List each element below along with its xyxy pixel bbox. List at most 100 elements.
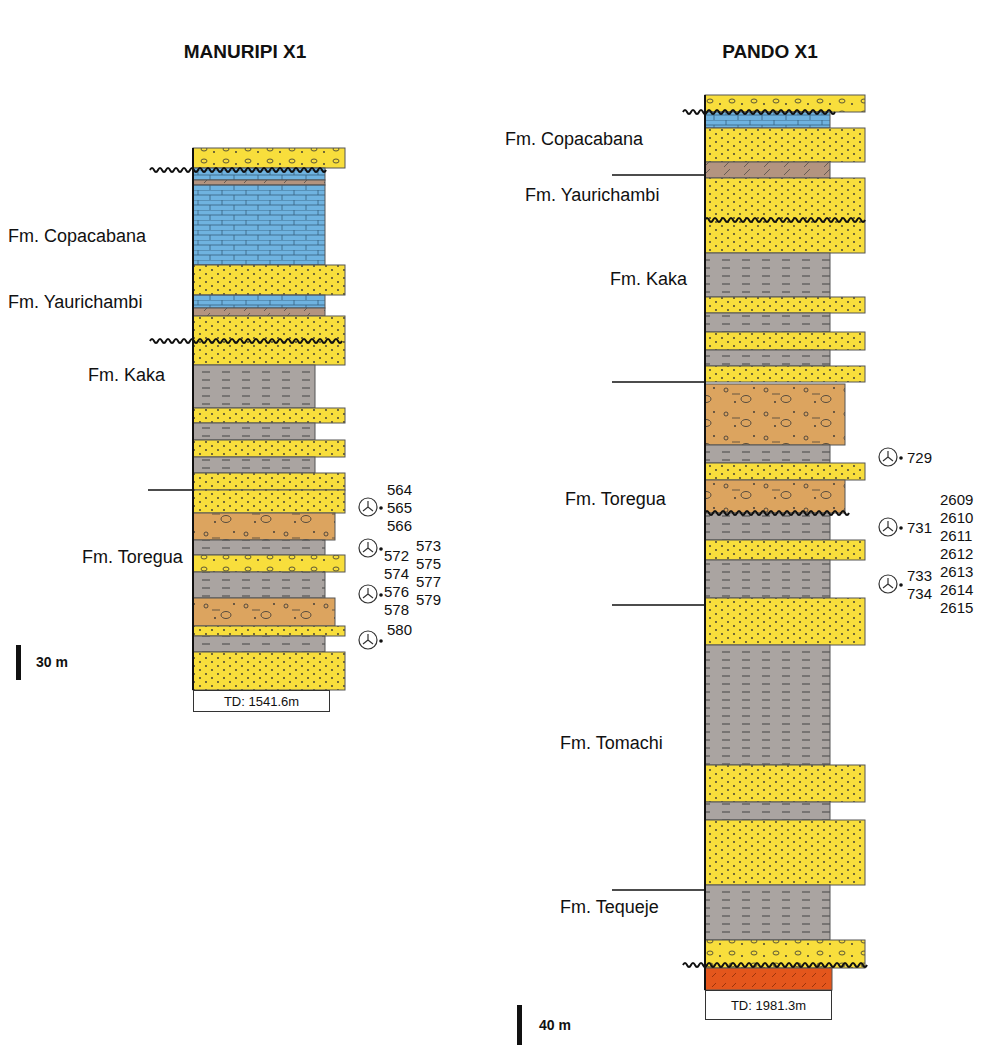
formation-name: Fm. Yaurichambi [8, 293, 142, 313]
rock-layer [193, 308, 325, 316]
rock-layer [705, 802, 830, 820]
rock-layer [705, 384, 845, 445]
unconformity [683, 110, 835, 114]
formation-boundary [612, 381, 705, 383]
rock-layer [705, 820, 865, 885]
unconformity [150, 339, 342, 343]
rock-layer [193, 295, 325, 308]
rock-layer [705, 480, 845, 513]
rock-layer [705, 885, 830, 940]
rock-layer [193, 180, 325, 185]
rock-layer [705, 350, 830, 366]
sample-number: 2612 [940, 546, 973, 563]
column-axis [704, 95, 706, 990]
well-title: MANURIPI X1 [184, 42, 306, 63]
rock-layer [705, 540, 865, 560]
rock-layer [705, 253, 830, 297]
rock-layer [705, 560, 830, 598]
rock-layer [193, 365, 315, 408]
unconformity [705, 218, 865, 222]
sample-icon [359, 585, 383, 603]
formation-name: Fm. Toregua [82, 548, 183, 568]
sample-number: 2615 [940, 600, 973, 617]
sample-icon [359, 539, 383, 557]
sample-number: 564 [387, 482, 412, 499]
unconformity [705, 511, 849, 515]
column-axis [192, 148, 194, 690]
formation-name: Fm. Copacabana [505, 130, 643, 150]
rock-layer [705, 645, 830, 765]
sample-number: 733 [907, 568, 932, 585]
formation-boundary [612, 889, 705, 891]
rock-layer [193, 423, 315, 440]
rock-layer [705, 940, 865, 968]
rock-layer [193, 626, 345, 636]
formation-name: Fm. Tomachi [560, 734, 663, 754]
total-depth-box: TD: 1541.6m [193, 690, 330, 712]
rock-layer [705, 513, 830, 540]
sample-number: 2611 [940, 528, 972, 545]
rock-layer [193, 148, 345, 168]
rock-layer [705, 968, 832, 990]
formation-boundary [612, 604, 705, 606]
rock-layer [193, 636, 325, 652]
rock-layer [193, 490, 345, 513]
sample-number: 573 [416, 538, 441, 555]
formation-name: Fm. Tequeje [560, 898, 659, 918]
total-depth: TD: 1541.6m [224, 694, 299, 709]
sample-number: 2613 [940, 564, 973, 581]
sample-number: 575 [416, 556, 441, 573]
sample-number: 566 [387, 518, 412, 535]
rock-layer [193, 555, 345, 572]
well-title: PANDO X1 [722, 42, 818, 63]
rock-layer [705, 95, 865, 112]
scale-label: 30 m [36, 655, 68, 670]
sample-number: 572 [384, 548, 409, 565]
rock-layer [193, 185, 325, 265]
sample-number: 2609 [940, 492, 973, 509]
formation-name: Fm. Yaurichambi [525, 186, 659, 206]
total-depth-box: TD: 1981.3m [705, 990, 832, 1020]
rock-layer [705, 366, 865, 382]
sample-number: 734 [907, 586, 932, 603]
sample-icon [879, 448, 903, 466]
rock-layer [705, 128, 865, 162]
rock-layer [705, 162, 830, 178]
formation-name: Fm. Kaka [610, 270, 687, 290]
sample-icon [879, 575, 903, 593]
rock-layer [193, 408, 345, 423]
scale-label: 40 m [539, 1018, 571, 1033]
rock-layer [705, 313, 830, 332]
sample-number: 579 [416, 592, 441, 609]
sample-number: 729 [907, 450, 932, 467]
rock-layer [705, 598, 865, 645]
rock-layer [705, 463, 865, 480]
rock-layer [705, 765, 865, 802]
sample-icon [359, 631, 383, 649]
scale-bar [16, 645, 21, 680]
sample-number: 574 [384, 566, 409, 583]
sample-number: 565 [387, 500, 412, 517]
rock-layer [193, 598, 335, 626]
unconformity [683, 963, 867, 967]
sample-icon [359, 498, 383, 516]
formation-boundary [148, 489, 193, 491]
total-depth: TD: 1981.3m [731, 998, 806, 1013]
rock-layer [705, 445, 830, 463]
sample-number: 576 [384, 584, 409, 601]
scale-bar [517, 1005, 522, 1045]
rock-layer [193, 440, 345, 457]
formation-boundary [612, 174, 705, 176]
sample-icon [879, 518, 903, 536]
rock-layer [193, 473, 345, 490]
sample-number: 580 [387, 622, 412, 639]
sample-number: 578 [384, 602, 409, 619]
rock-layer [193, 457, 315, 473]
sample-number: 2610 [940, 510, 973, 527]
rock-layer [193, 540, 325, 555]
sample-number: 2614 [940, 582, 973, 599]
sample-number: 577 [416, 574, 441, 591]
rock-layer [193, 572, 325, 598]
rock-layer [193, 513, 335, 540]
